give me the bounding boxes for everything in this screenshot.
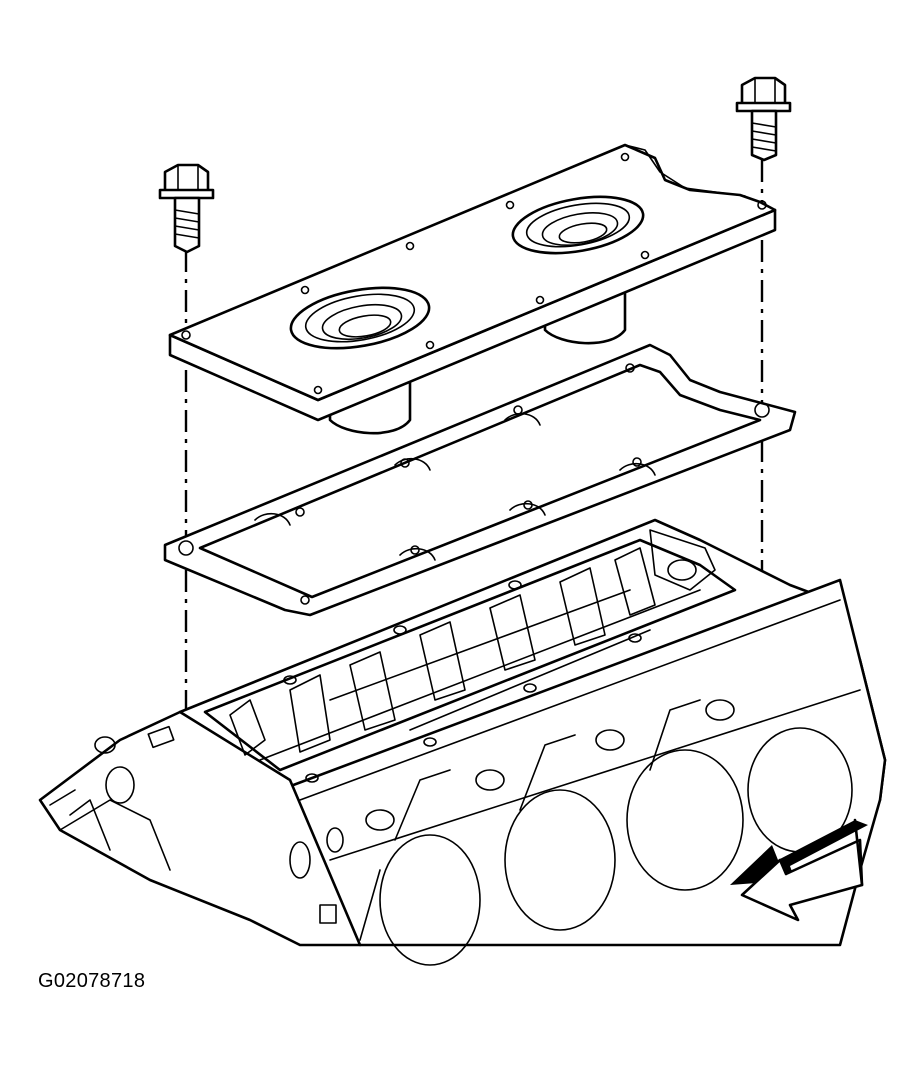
bolt-right (735, 76, 792, 162)
alignment-lines (184, 160, 764, 720)
engine-block (38, 518, 887, 966)
bolt-left (158, 163, 215, 254)
valley-cover-gasket (163, 343, 797, 617)
valley-cover-plate (168, 143, 777, 435)
figure-id-label: G02078718 (38, 970, 146, 992)
front-direction-arrow (730, 818, 868, 922)
